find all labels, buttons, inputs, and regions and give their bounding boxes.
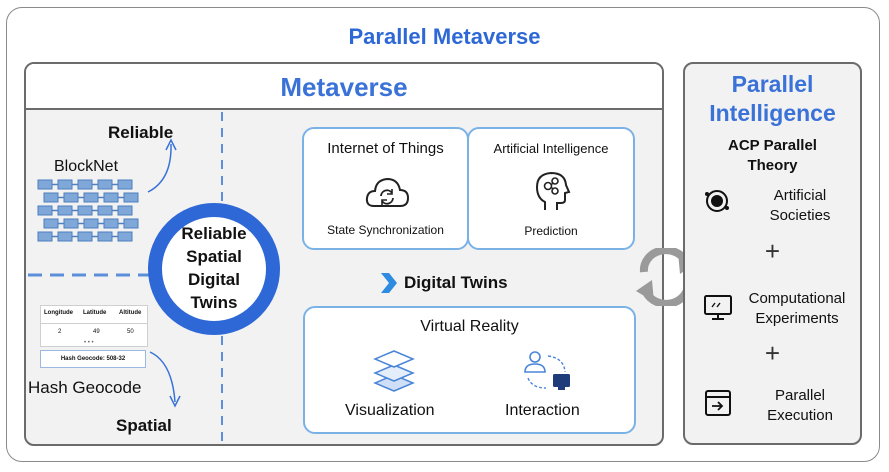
table-header-longitude: Longitude [44, 310, 73, 316]
circle-line: Digital [188, 270, 240, 289]
circle-text: Reliable Spatial Digital Twins [148, 222, 280, 314]
computational-experiments-label: Computational Experiments [735, 289, 859, 329]
table-ellipsis: • • • [84, 340, 94, 346]
vr-box [303, 306, 636, 434]
table-header-altitude: Altitude [119, 310, 142, 316]
ai-title: Artificial Intelligence [493, 141, 609, 156]
vr-item-visualization: Visualization [345, 402, 435, 419]
pi-title-line: Parallel [731, 71, 814, 97]
pi-item-line: Computational [748, 290, 846, 307]
reliable-label: Reliable [108, 123, 174, 142]
geocode-table: Longitude Latitude Altitude 2 49 50 [40, 305, 148, 347]
pi-item-line: Experiments [755, 310, 839, 327]
parallel-metaverse-frame [6, 7, 880, 462]
block [117, 231, 133, 242]
pi-title-line: Intelligence [709, 100, 836, 126]
layers-icon [373, 350, 415, 392]
table-cell: 49 [93, 329, 100, 335]
table-cell: 50 [127, 329, 134, 335]
table-cell: 2 [58, 329, 62, 335]
plus-sign: + [764, 338, 781, 368]
circle-line: Twins [190, 293, 238, 312]
pi-item-line: Artificial [773, 187, 827, 204]
chevron-right-icon [381, 273, 397, 293]
acp-theory-line: ACP Parallel [728, 137, 817, 154]
parallel-intelligence-title: Parallel Intelligence [683, 70, 862, 128]
ai-item: Prediction [524, 224, 578, 238]
digital-twins-label: Digital Twins [404, 273, 508, 292]
table-divider [41, 323, 147, 324]
page-title: Parallel Metaverse [348, 24, 541, 49]
block [117, 179, 133, 190]
cloud-sync-icon [365, 177, 410, 207]
execution-icon [705, 390, 731, 416]
spatial-label: Spatial [116, 416, 172, 435]
pi-item-line: Parallel [774, 387, 826, 404]
acp-theory-line: Theory [747, 157, 798, 174]
circle-line: Reliable [181, 224, 247, 243]
iot-item: State Synchronization [327, 223, 444, 237]
table-header-latitude: Latitude [83, 310, 107, 316]
vr-title: Virtual Reality [420, 318, 519, 335]
ai-head-icon [535, 171, 571, 210]
metaverse-title: Metaverse [280, 72, 408, 102]
metaverse-header [26, 64, 662, 110]
iot-box [302, 127, 469, 250]
vr-item-interaction: Interaction [505, 402, 580, 419]
acp-theory-title: ACP Parallel Theory [683, 136, 862, 176]
parallel-intelligence-panel [683, 62, 862, 445]
plus-sign: + [764, 236, 781, 266]
pi-item-line: Execution [767, 407, 833, 424]
parallel-execution-label: Parallel Execution [738, 386, 862, 426]
block [117, 205, 133, 216]
hash-geocode-label: Hash Geocode [28, 378, 142, 397]
artificial-societies-label: Artificial Societies [738, 186, 862, 226]
iot-title: Internet of Things [327, 140, 444, 157]
target-icon [705, 190, 729, 212]
user-interaction-icon [524, 351, 570, 390]
block [123, 218, 139, 229]
blocknet-chain-icon [37, 179, 139, 242]
monitor-icon [704, 295, 732, 320]
blocknet-label: BlockNet [54, 158, 119, 175]
hash-geocode-value: Hash Geocode: 508-32 [40, 350, 146, 368]
pi-item-line: Societies [769, 207, 831, 224]
block [123, 192, 139, 203]
circle-line: Spatial [186, 247, 242, 266]
